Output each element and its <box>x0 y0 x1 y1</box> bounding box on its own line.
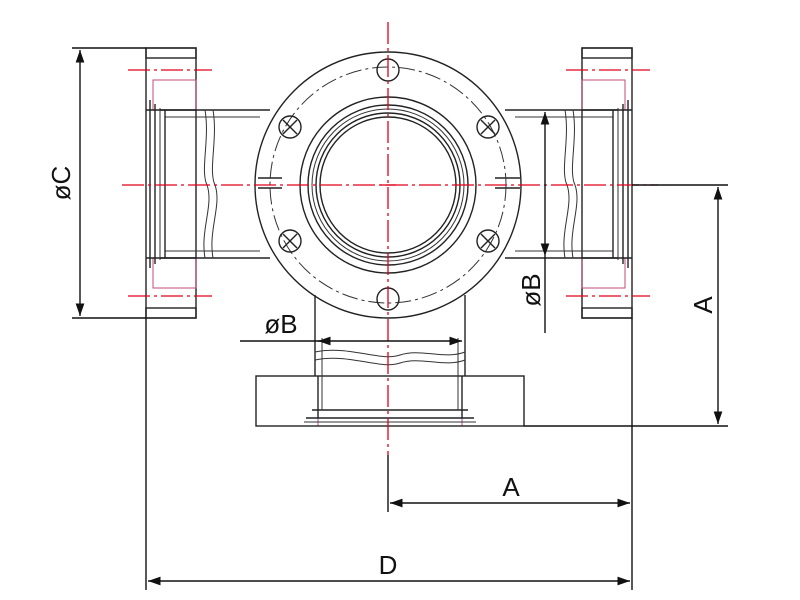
dimension-d: D <box>145 318 630 590</box>
bolt-hole-top-left <box>278 115 302 139</box>
dimension-dia-c: øC <box>46 47 146 319</box>
dimension-a-horizontal: A <box>387 318 633 590</box>
bottom-flange <box>255 375 525 427</box>
label-dia-b-horizontal: øB <box>264 309 297 339</box>
dimension-dia-b-horizontal: øB <box>240 309 462 346</box>
bolt-hole-top-right <box>476 115 500 139</box>
left-flange <box>128 47 212 319</box>
bolt-hole-bottom-right <box>476 229 500 253</box>
right-flange <box>566 47 650 319</box>
dimension-dia-b-vertical: øB <box>516 112 550 333</box>
dimension-a-vertical: A <box>524 184 728 427</box>
label-dia-c: øC <box>46 166 76 201</box>
label-d: D <box>379 550 398 580</box>
bolt-hole-bottom-left <box>278 229 302 253</box>
label-a-vertical: A <box>688 296 718 314</box>
center-lines <box>122 22 658 455</box>
left-tube <box>160 109 282 259</box>
label-a-horizontal: A <box>502 472 520 502</box>
right-tube <box>495 109 618 259</box>
label-dia-b-vertical: øB <box>516 273 546 306</box>
bottom-tube <box>314 295 466 410</box>
